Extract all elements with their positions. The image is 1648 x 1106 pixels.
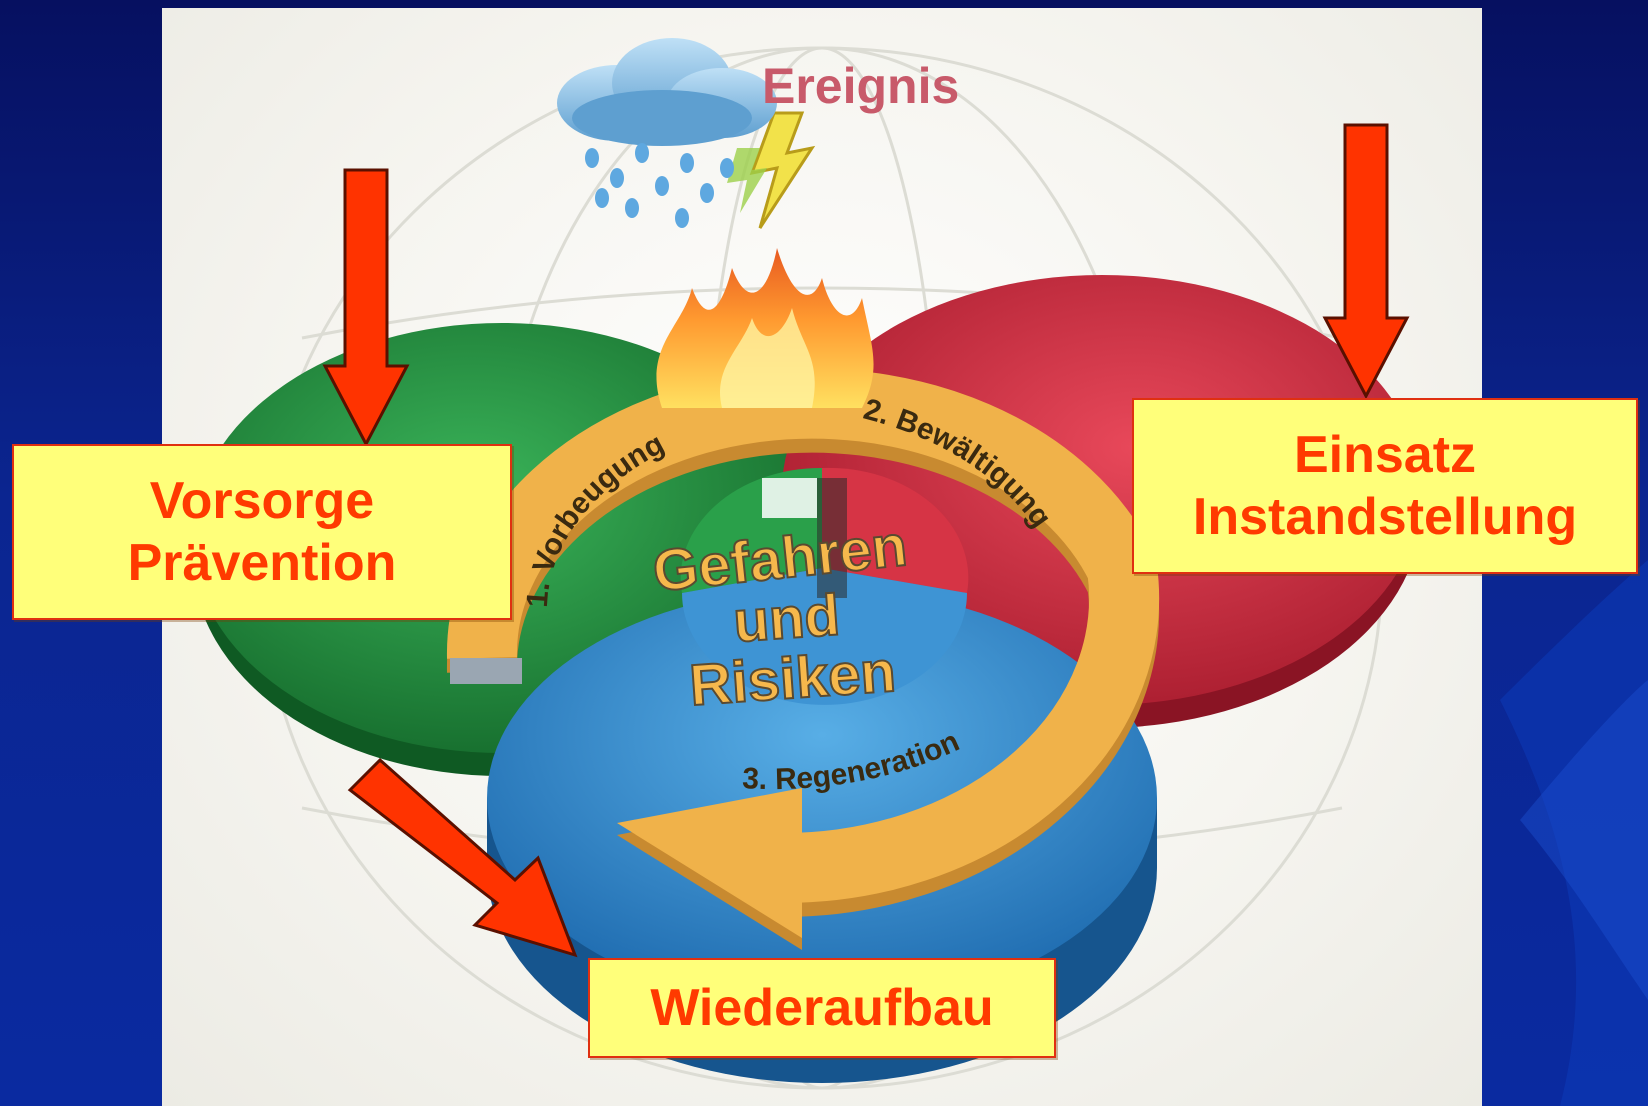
lightning-icon (727, 111, 816, 229)
callout-prevention-line2: Prävention (127, 534, 397, 592)
event-label: Ereignis (762, 58, 959, 114)
rain-cloud-icon (557, 38, 777, 228)
callout-prevention-line1: Vorsorge (149, 471, 375, 530)
arrow-diagonal-icon (347, 757, 578, 958)
callout-response: Einsatz Instandstellung (1132, 398, 1638, 574)
callout-response-line2: Instandstellung (1192, 488, 1578, 546)
callout-reconstruction-text: Wiederaufbau (650, 978, 994, 1037)
svg-text:und: und (731, 582, 842, 654)
fire-icon (656, 248, 874, 408)
svg-text:Risiken: Risiken (687, 639, 897, 718)
callout-response-line1: Einsatz (1293, 425, 1477, 484)
cycle-arrow (446, 368, 1160, 950)
arrow-down-right-icon (1322, 123, 1410, 400)
center-pie (680, 467, 969, 705)
arrow-down-left-icon (322, 168, 410, 448)
callout-reconstruction: Wiederaufbau (588, 958, 1056, 1058)
callout-prevention: Vorsorge Prävention (12, 444, 512, 620)
